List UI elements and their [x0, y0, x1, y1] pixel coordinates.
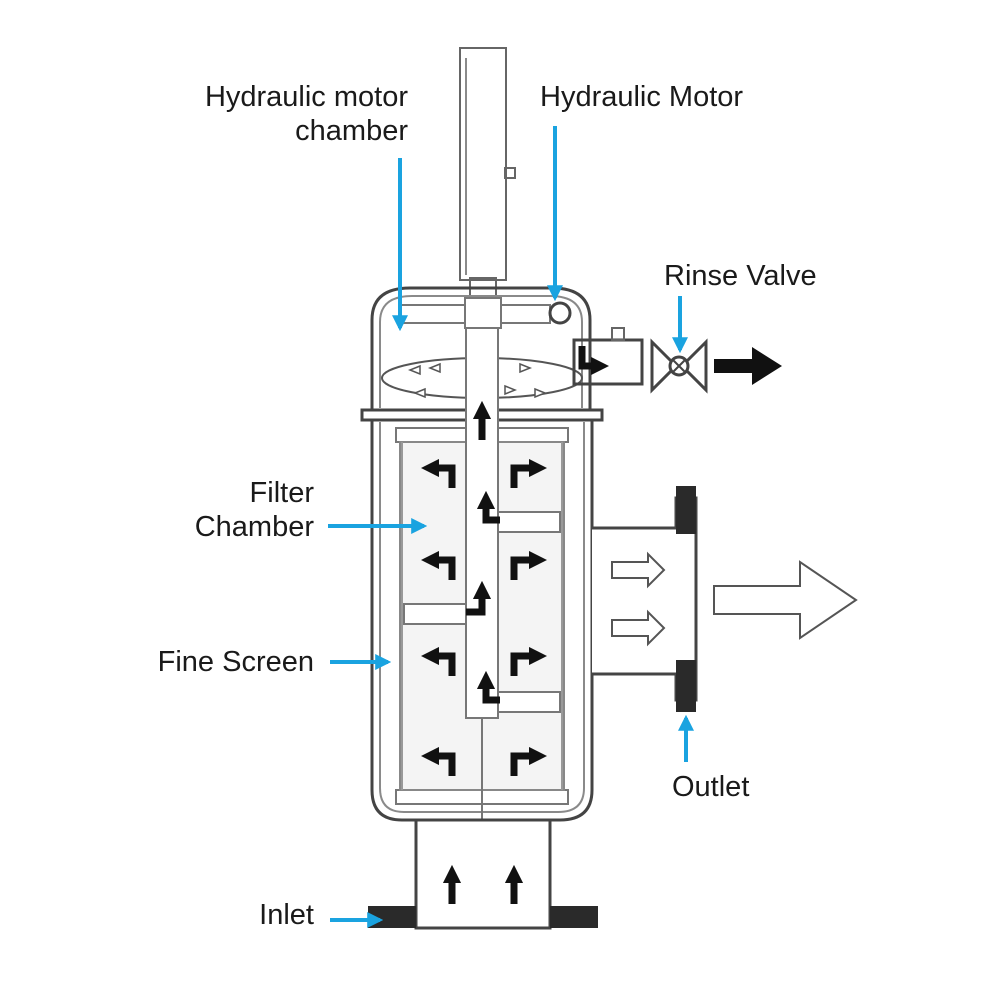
label-filter-chamber-line1: Filter — [250, 477, 315, 509]
label-filter-chamber-line2: Chamber — [195, 511, 315, 543]
label-hydraulic-motor: Hydraulic Motor — [540, 81, 743, 113]
rinse-valve — [650, 338, 708, 394]
rinse-port — [572, 327, 644, 386]
labels: Hydraulic motor chamber Hydraulic Motor … — [158, 81, 817, 931]
callout-arrows — [328, 126, 694, 928]
outlet-pipe — [592, 486, 698, 712]
rinse-discharge-arrow — [714, 347, 782, 385]
label-fine-screen: Fine Screen — [158, 646, 314, 678]
hydraulic-motor-ring — [548, 301, 572, 325]
label-rinse-valve: Rinse Valve — [664, 260, 817, 292]
filter-flow-arrows — [420, 400, 548, 776]
label-outlet: Outlet — [672, 771, 749, 803]
label-hydraulic-motor-chamber-line1: Hydraulic motor — [205, 81, 408, 113]
label-hydraulic-motor-chamber-line2: chamber — [295, 115, 408, 147]
inlet-pipe — [368, 818, 598, 930]
outlet-flow-arrow — [713, 560, 858, 640]
label-inlet: Inlet — [259, 899, 314, 931]
hydraulic-motor-chamber-vessel — [360, 286, 604, 422]
hydraulic-motor-shaft — [459, 47, 516, 297]
